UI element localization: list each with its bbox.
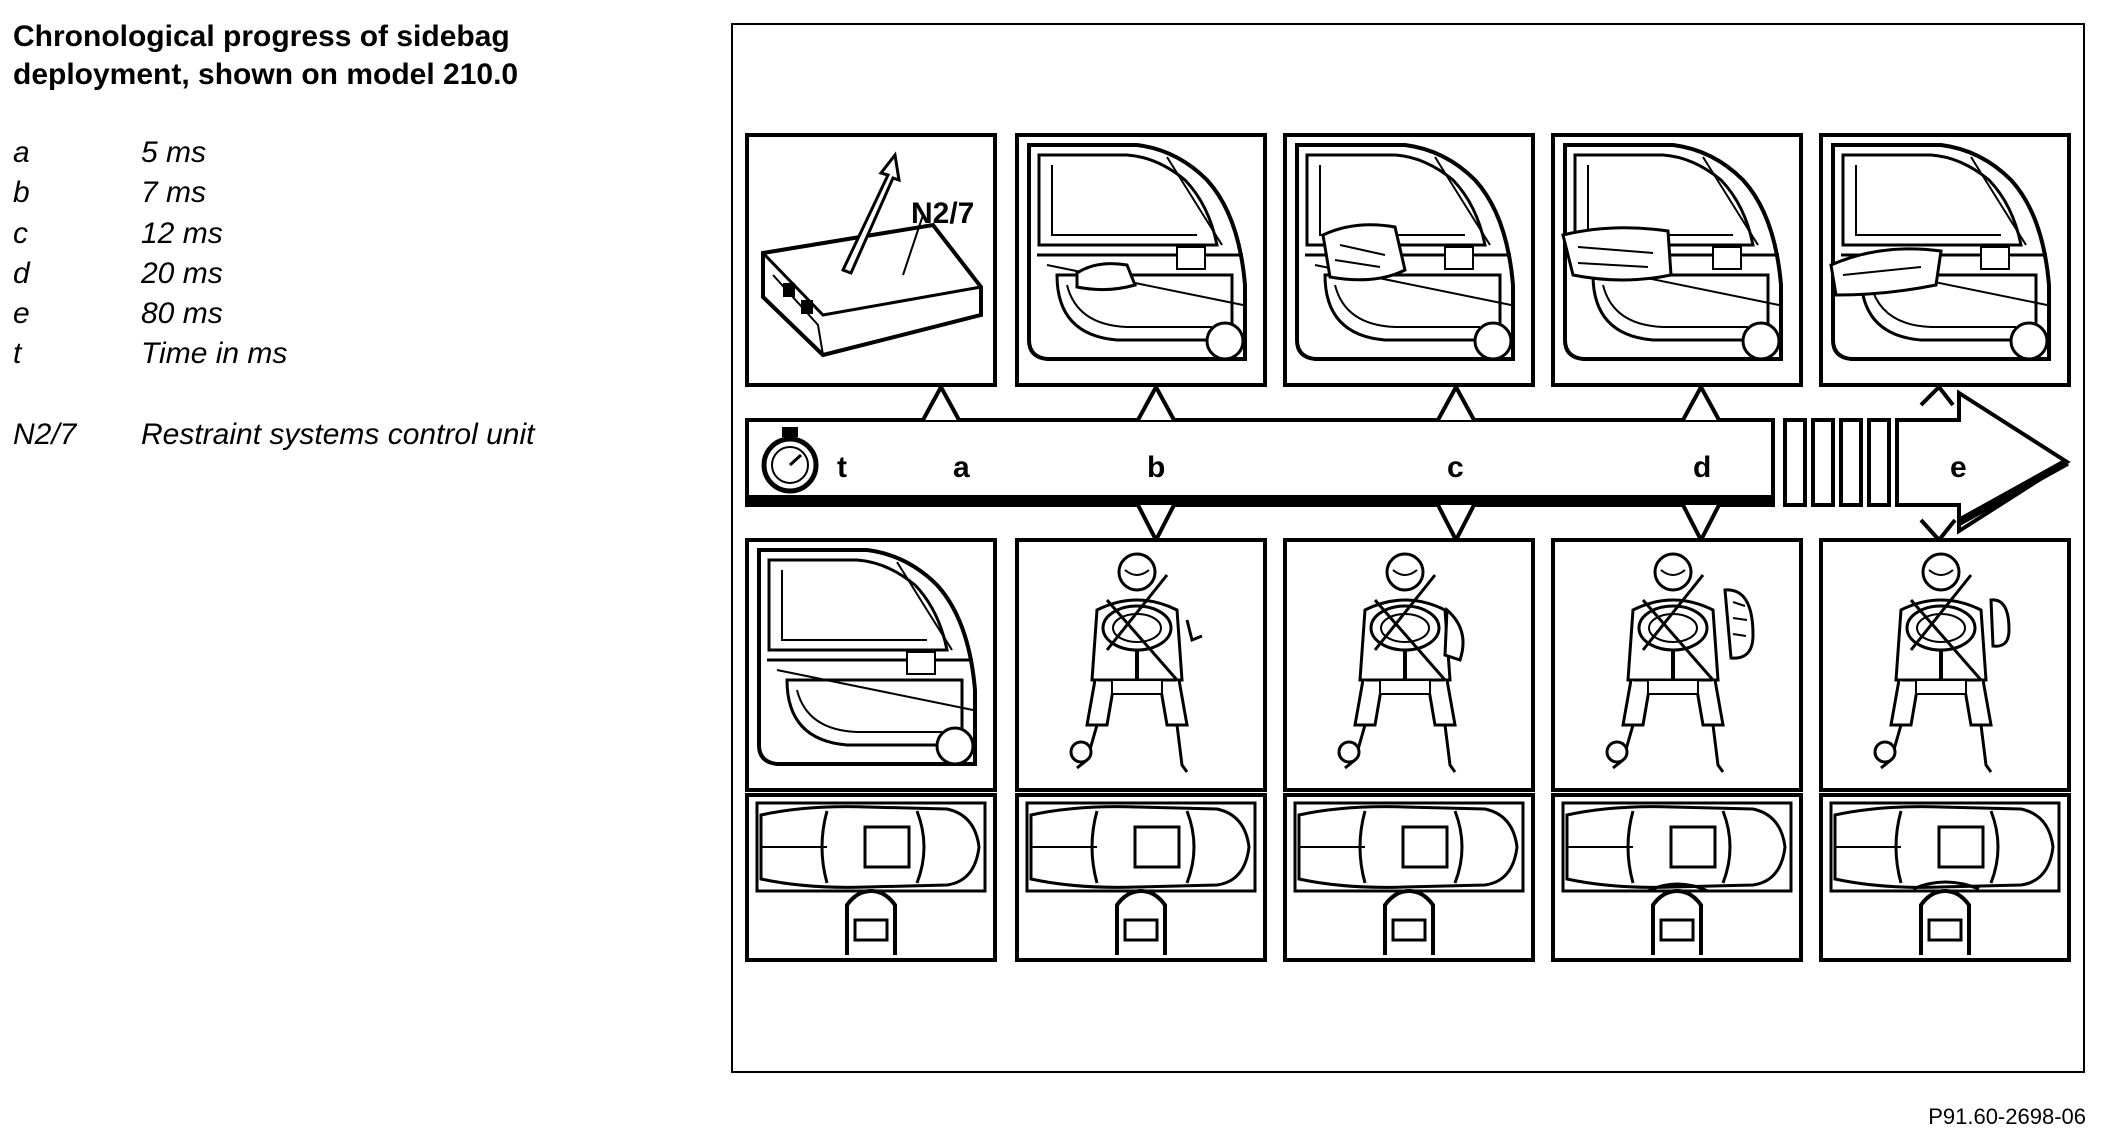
panel-e-top [1819, 133, 2071, 387]
panel-a-middle [745, 538, 997, 792]
title-line-2: deployment, shown on model 210.0 [13, 58, 519, 91]
deployment-diagram: N2/7 [745, 133, 2071, 962]
panel-e-bottom [1819, 793, 2071, 962]
timeline-label-t: t [837, 451, 847, 484]
figure-id: P91.60-2698-06 [1928, 1104, 2086, 1129]
panel-c-middle [1283, 538, 1535, 792]
timeline-bar: t a b c d e [745, 382, 2071, 545]
panel-b-middle [1015, 538, 1267, 792]
deployment-illustration: N2/7 [731, 23, 2085, 1073]
timeline-label-d: d [1693, 451, 1711, 484]
panel-d-bottom [1551, 793, 1803, 962]
timeline-label-c: c [1447, 451, 1464, 484]
timeline-label-a: a [953, 451, 970, 484]
timeline-label-e: e [1950, 451, 1967, 484]
panel-c-bottom [1283, 793, 1535, 962]
panel-c-top [1283, 133, 1535, 387]
panel-d-middle [1551, 538, 1803, 792]
panel-a-top: N2/7 [745, 133, 997, 387]
panel-a-bottom [745, 793, 997, 962]
timeline-label-b: b [1147, 451, 1165, 484]
panel-b-top [1015, 133, 1267, 387]
panel-e-middle [1819, 538, 2071, 792]
panel-b-bottom [1015, 793, 1267, 962]
stopwatch-icon [761, 427, 819, 494]
title-line-1: Chronological progress of sidebag [13, 20, 510, 53]
page-title: Chronological progress of sidebag deploy… [13, 18, 653, 94]
panel-d-top [1551, 133, 1803, 387]
callout-n2-7: N2/7 [911, 197, 974, 230]
